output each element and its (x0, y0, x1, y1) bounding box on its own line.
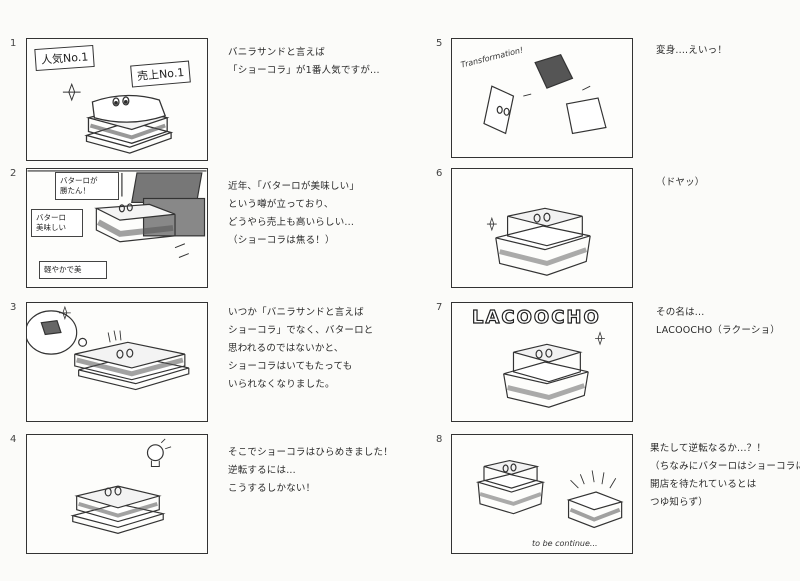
panel-8-caption: 果たして逆転なるか...？！ （ちなみにバターロはショーコラに 開店を待たれてい… (650, 443, 800, 508)
panel-4 (26, 434, 208, 554)
worried-sandwich-illustration (27, 305, 190, 391)
bakery-illustration (27, 170, 207, 258)
panel-1-caption: バニラサンドと言えば 「ショーコラ」が1番人気ですが... (228, 47, 380, 76)
note-1: バターロが 勝たん！ (55, 172, 119, 200)
note-3: 軽やかで美 (39, 261, 107, 279)
idea-sandwich-illustration (70, 438, 172, 534)
panel-number: 3 (10, 302, 17, 313)
panel-7-caption: その名は... LACOOCHO（ラクーショ） (656, 307, 780, 336)
panel-number: 7 (436, 302, 443, 313)
panel-2: バターロが 勝たん！ バターロ 美味しい 軽やかで美 (26, 168, 208, 288)
brand-logo-text: LACOOCHO (471, 306, 601, 328)
popular-sign: 人気No.1 (34, 44, 95, 72)
panel-3 (26, 302, 208, 422)
panel-number: 1 (10, 38, 17, 49)
proud-sandwich-illustration (486, 207, 591, 276)
lacoocho-illustration (503, 331, 605, 408)
panel-4-caption: そこでショーコラはひらめきました！ 逆転するには... こうするしかない！ (228, 447, 393, 494)
to-be-continued-text: to be continue... (532, 539, 598, 548)
transformation-illustration (483, 54, 607, 135)
panel-1: 人気No.1 売上No.1 (26, 38, 208, 161)
panel-2-caption: 近年、「バターロが美味しい」 という噂が立っており、 どうやら売上も高いらしい.… (228, 181, 360, 246)
panel-6-caption: （ドヤッ） (656, 177, 705, 188)
note-2: バターロ 美味しい (31, 209, 83, 237)
panel-7: LACOOCHO (451, 302, 633, 422)
panel-number: 5 (436, 38, 443, 49)
panel-number: 8 (436, 434, 443, 445)
sandwich-illustration (62, 82, 174, 154)
panel-5: Transformation! (451, 38, 633, 158)
panel-number: 4 (10, 434, 17, 445)
panel-5-caption: 変身....えいっ！ (656, 45, 728, 56)
panel-number: 2 (10, 168, 17, 179)
panel-6 (451, 168, 633, 288)
panel-3-caption: いつか「バニラサンドと言えば ショーコラ」でなく、バターロと 思われるのではない… (228, 307, 374, 390)
showdown-illustration (475, 459, 624, 529)
panel-8: to be continue... (451, 434, 633, 554)
panel-number: 6 (436, 168, 443, 179)
